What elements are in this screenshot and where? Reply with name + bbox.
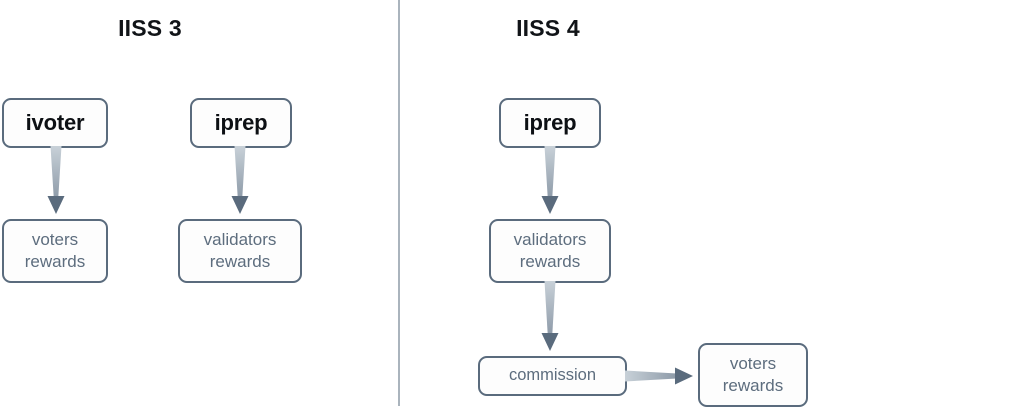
node-voters-rewards-iiss3[interactable]: voters rewards	[2, 219, 108, 283]
node-voters-rewards-iiss4-line1: voters	[729, 354, 777, 374]
node-iprep-iiss3[interactable]: iprep	[190, 98, 292, 148]
node-iprep-iiss3-label: iprep	[214, 109, 268, 135]
arrow-validators-rewards-to-commission	[541, 281, 559, 351]
arrow-iprep-to-validators-rewards-iiss3	[231, 146, 249, 214]
node-iprep-iiss4-label: iprep	[523, 109, 577, 135]
node-validators-rewards-iiss3[interactable]: validators rewards	[178, 219, 302, 283]
node-commission[interactable]: commission	[478, 356, 627, 396]
node-voters-rewards-iiss3-label: voters rewards	[4, 229, 106, 273]
node-validators-rewards-iiss4[interactable]: validators rewards	[489, 219, 611, 283]
arrow-iprep-to-validators-rewards-iiss4	[541, 146, 559, 214]
node-validators-rewards-iiss4-line2: rewards	[519, 252, 581, 271]
node-validators-rewards-iiss3-line2: rewards	[209, 252, 271, 271]
node-validators-rewards-iiss3-label: validators rewards	[180, 229, 300, 273]
node-iprep-iiss4[interactable]: iprep	[499, 98, 601, 148]
node-voters-rewards-iiss4-label: voters rewards	[700, 353, 806, 397]
node-voters-rewards-iiss4-line2: rewards	[722, 376, 784, 395]
node-ivoter[interactable]: ivoter	[2, 98, 108, 148]
node-voters-rewards-iiss3-line2: rewards	[24, 252, 86, 271]
node-ivoter-label: ivoter	[25, 109, 85, 135]
panel-divider	[398, 0, 400, 406]
node-validators-rewards-iiss3-line1: validators	[203, 230, 277, 250]
panel-title-iiss4: IISS 4	[516, 15, 580, 41]
arrow-ivoter-to-voters-rewards	[47, 146, 65, 214]
arrow-commission-to-voters-rewards	[625, 367, 693, 385]
node-voters-rewards-iiss3-line1: voters	[31, 230, 79, 250]
node-voters-rewards-iiss4[interactable]: voters rewards	[698, 343, 808, 407]
node-validators-rewards-iiss4-label: validators rewards	[491, 229, 609, 273]
node-commission-label: commission	[508, 366, 597, 385]
node-validators-rewards-iiss4-line1: validators	[513, 230, 587, 250]
panel-title-iiss3: IISS 3	[118, 15, 182, 41]
